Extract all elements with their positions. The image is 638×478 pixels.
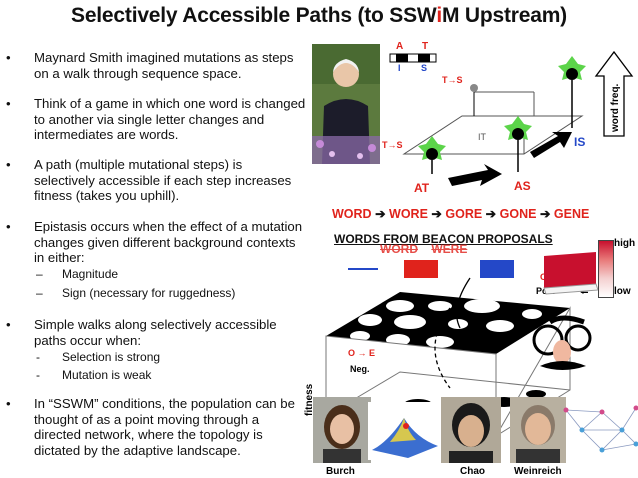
sub-dash: – [36,286,43,300]
node-is-label: IS [574,135,585,149]
bullet-dot: • [6,219,11,234]
fitness-low-label: low [614,286,631,297]
caption-chao: Chao [460,466,485,477]
node-as [504,116,532,172]
bullet-5: • Simple walks along selectively accessi… [6,317,306,348]
bullet-dot: • [6,157,11,172]
bit-box [389,53,437,63]
sub-bullet-sign: – Sign (necessary for ruggedness) [36,286,316,300]
fitness-high-label: high [614,238,636,249]
caption-burch: Burch [326,466,355,477]
book-icon [543,252,598,295]
beacon-heading: WORDS FROM BEACON PROPOSALS [334,232,553,246]
bullet-text: Epistasis occurs when the effect of a mu… [34,219,303,265]
fitness-axis-label: fitness [304,383,315,416]
arrow-icon: ➔ [431,207,442,221]
fitness-scale [598,240,614,298]
sub-text: Sign (necessary for ruggedness) [62,286,236,300]
word-path: WORD ➔ WORE ➔ GORE ➔ GONE ➔ GENE [332,206,636,221]
word-path-item: GORE [445,207,483,221]
bullet-dot: • [6,50,11,65]
bullet-dot: • [6,317,11,332]
sub-text: Mutation is weak [62,368,152,382]
photo-burch [313,397,371,463]
arrow-icon: ➔ [375,207,386,221]
word-path-item: WORE [389,207,428,221]
landscape-3d-icon [368,402,442,460]
perforated-plate [326,292,570,354]
path-arrow-2 [530,132,572,158]
bullet-text: A path (multiple mutational steps) is se… [34,157,292,203]
letter-s: S [421,63,427,73]
groucho-glasses-icon [532,315,592,370]
node-it-gray [470,84,478,116]
word-path-item: GENE [553,207,590,221]
bullet-6: • In “SSWM” conditions, the population c… [6,396,306,458]
word-freq-arrow: word freq. [594,50,634,137]
word-path-item: GONE [499,207,537,221]
letter-i: I [398,63,401,73]
letter-a: A [396,41,403,52]
slide-title: Selectively Accessible Paths (to SSWiM U… [71,4,567,27]
bullet-1: • Maynard Smith imagined mutations as st… [6,50,306,81]
curve-arrow [456,277,471,329]
portrait-photo [312,44,380,164]
bullet-3: • A path (multiple mutational steps) is … [6,157,306,204]
network-graph-icon [562,400,638,460]
sub-bullet-mutation: - Mutation is weak [36,368,316,382]
bullet-2: • Think of a game in which one word is c… [6,96,306,143]
caption-weinreich: Weinreich [514,466,562,477]
bullet-text: Simple walks along selectively accessibl… [34,317,277,348]
node-at [418,136,446,174]
sequence-cube-diagram: A T I S word freq. T→S T→S IT AT A [382,41,634,195]
mutation-label-left: T→S [382,140,403,150]
photo-weinreich [510,397,566,463]
node-at-label: AT [414,181,430,195]
dashed-arrow [434,307,451,389]
letter-t: T [422,41,428,52]
node-is [558,56,586,128]
arrow-icon: ➔ [485,207,497,221]
beacon-word: WERE [431,242,468,256]
word-path-item: WORD [332,207,372,221]
neg-mutation-label: O → E [348,348,375,358]
arrow-icon: ➔ [539,207,551,221]
word-freq-label: word freq. [610,83,621,133]
sub-text: Magnitude [62,267,119,281]
sub-bullet-selection: - Selection is strong [36,350,316,364]
bullet-4: • Epistasis occurs when the effect of a … [6,219,306,266]
tile-row [348,260,514,278]
beacon-words: WORD WERE [380,242,467,256]
bullet-dot: • [6,96,11,111]
path-arrow-1 [448,164,502,186]
bullet-text: Think of a game in which one word is cha… [34,96,306,142]
node-as-label: AS [514,179,531,193]
photo-chao [441,397,501,463]
sub-text: Selection is strong [62,350,161,364]
node-it-label: IT [478,132,487,142]
neg-label: Neg. [350,364,370,374]
sub-dash: – [36,267,43,281]
sub-dash: - [36,350,40,364]
bullet-text: Maynard Smith imagined mutations as step… [34,50,294,81]
bullet-text: In “SSWM” conditions, the population can… [34,396,295,458]
sub-dash: - [36,368,40,382]
beacon-word: WORD [380,242,418,256]
bullet-dot: • [6,396,11,411]
sub-bullet-magnitude: – Magnitude [36,267,316,281]
cube-edges [402,91,584,155]
mutation-label-top: T→S [442,75,463,85]
